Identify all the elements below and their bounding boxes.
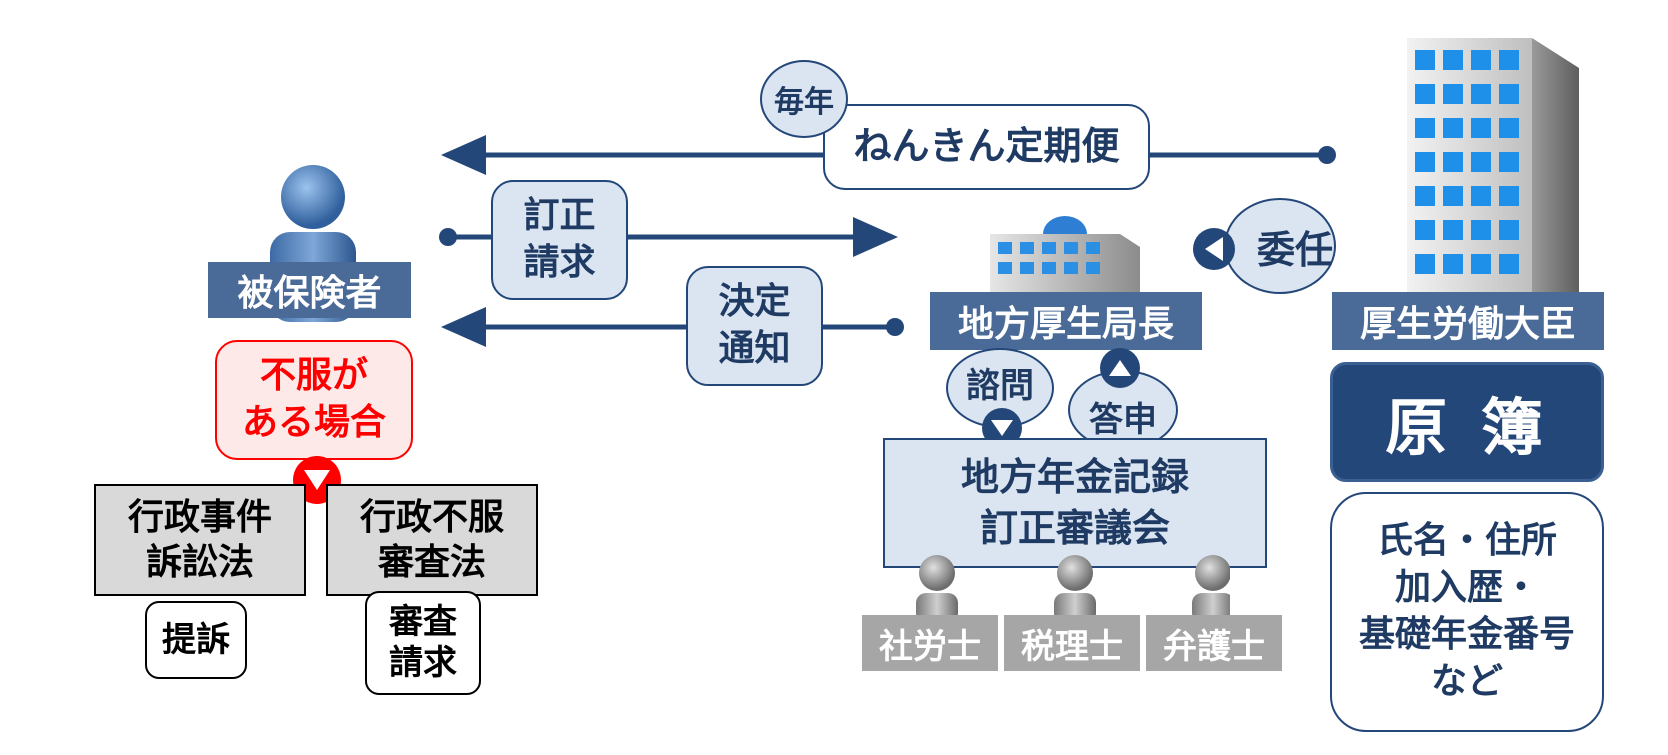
law-box-administrative-litigation: 行政事件 訴訟法 <box>94 484 306 596</box>
law-box-administrative-appeal: 行政不服 審査法 <box>326 484 538 596</box>
correction-request-label: 訂正 請求 <box>491 180 628 300</box>
appeal-request-box: 審査 請求 <box>365 591 481 695</box>
member-label-tax-accountant: 税理士 <box>1004 615 1140 671</box>
dissatisfied-box: 不服が ある場合 <box>215 340 413 460</box>
ledger-items: 氏名・住所 加入歴・ 基礎年金番号 など <box>1330 492 1604 732</box>
teikibin-label: ねんきん定期便 <box>823 104 1150 190</box>
decision-notice-label: 決定 通知 <box>686 266 823 386</box>
consult-badge: 諮問 <box>946 348 1054 428</box>
decision-notice-arrow-dot <box>886 318 904 336</box>
minister-label: 厚生労働大臣 <box>1332 292 1604 350</box>
lawsuit-box: 提訴 <box>145 601 247 679</box>
left-arrow-icon <box>1193 228 1235 270</box>
ledger-title: 原 簿 <box>1330 362 1604 482</box>
member-person-icons <box>916 555 1230 620</box>
delegation-badge: 委任 <box>1224 198 1336 294</box>
annual-badge: 毎年 <box>760 60 848 138</box>
member-label-social-insurance: 社労士 <box>862 615 998 671</box>
report-up-arrow-icon <box>1100 348 1140 388</box>
minister-building-icon <box>1407 38 1579 350</box>
insured-label: 被保険者 <box>208 262 411 318</box>
regional-bureau-label: 地方厚生局長 <box>930 292 1202 350</box>
council-box: 地方年金記録 訂正審議会 <box>883 438 1267 568</box>
teikibin-arrow-dot <box>1318 146 1336 164</box>
correction-request-arrow-dot <box>439 228 457 246</box>
member-label-lawyer: 弁護士 <box>1146 615 1282 671</box>
